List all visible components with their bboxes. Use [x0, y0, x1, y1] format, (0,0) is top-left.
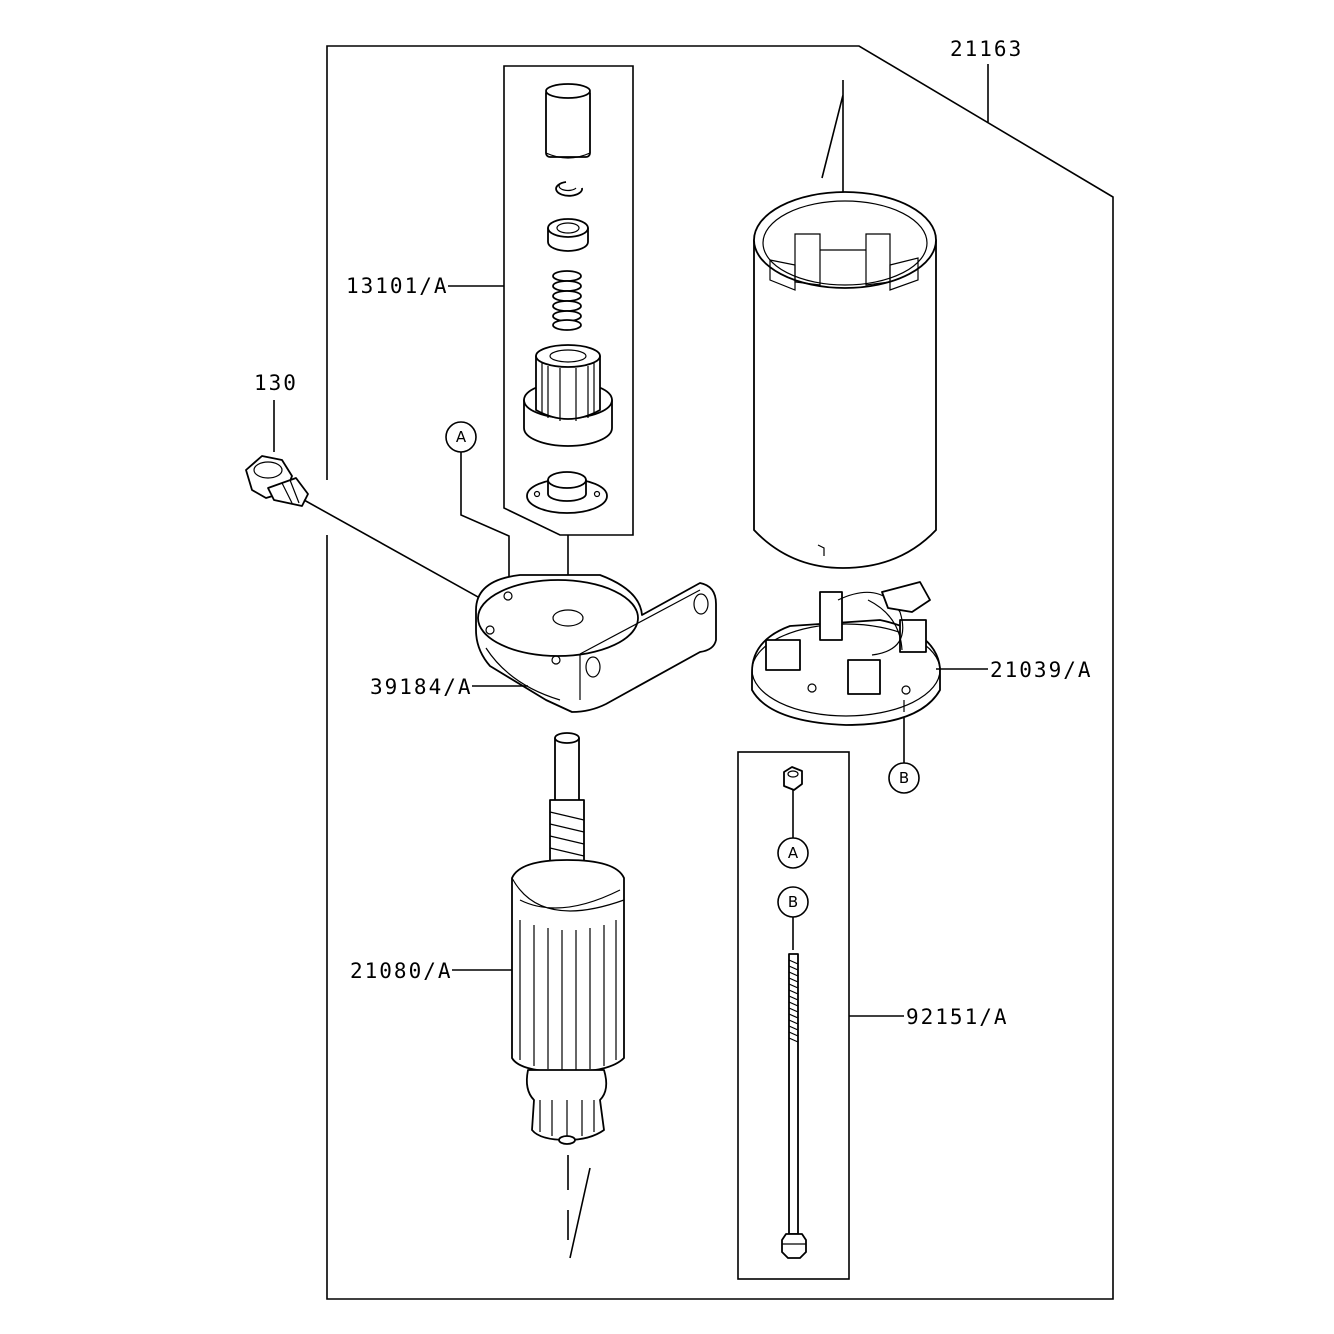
label-130: 130 — [254, 371, 298, 395]
pinion-kit-frame — [503, 65, 634, 536]
ref-b-right — [888, 762, 920, 794]
flange-bolt — [245, 455, 309, 507]
label-21039: 21039/A — [990, 658, 1093, 682]
thrust-washer — [526, 471, 608, 514]
label-21163: 21163 — [950, 37, 1023, 61]
ref-a-upper-label: A — [456, 428, 467, 446]
field-yoke — [753, 191, 937, 569]
through-bolt — [781, 953, 807, 1259]
snap-ring — [555, 181, 583, 197]
mounting-bracket — [475, 574, 717, 713]
axis-break-lower — [567, 1155, 591, 1259]
ref-a-lower — [777, 837, 809, 869]
stop-collar — [545, 83, 591, 159]
pinion-spring — [552, 270, 582, 331]
pinion-gear — [523, 344, 613, 447]
assembly-frame — [326, 45, 1114, 1300]
label-39184: 39184/A — [370, 675, 473, 699]
armature — [511, 732, 625, 1145]
label-92151: 92151/A — [906, 1005, 1009, 1029]
ref-b-right-label: B — [899, 769, 909, 787]
leader-ref-a-upper — [460, 452, 510, 585]
label-21080: 21080/A — [350, 959, 453, 983]
ref-a-lower-label: A — [788, 844, 799, 862]
label-13101: 13101/A — [346, 274, 449, 298]
bushing — [547, 218, 589, 252]
nut — [783, 766, 803, 791]
ref-b-lower-label: B — [788, 893, 798, 911]
brush-holder-plate — [751, 581, 941, 726]
